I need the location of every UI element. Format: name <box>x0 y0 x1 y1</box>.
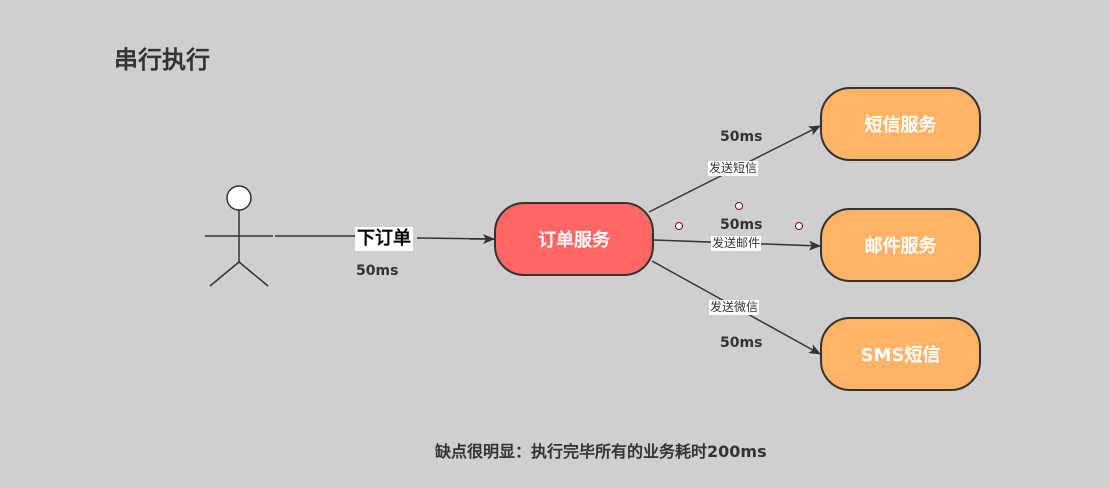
order-service-label: 订单服务 <box>538 230 610 251</box>
mail-service-label: 邮件服务 <box>864 236 937 257</box>
edge-label-send-mail: 发送邮件 <box>711 236 762 251</box>
edge-handles <box>675 202 803 230</box>
edge-label-place-order: 下订单 <box>355 227 413 251</box>
time-send-mail: 50ms <box>720 217 763 233</box>
sms-service-node[interactable]: 短信服务 <box>820 87 981 161</box>
edge-label-send-sms: 发送短信 <box>708 161 759 176</box>
page-title: 串行执行 <box>114 46 210 74</box>
sms-short-service-label: SMS短信 <box>860 345 941 366</box>
stick-figure-icon <box>205 185 273 287</box>
time-send-sms: 50ms <box>720 129 763 145</box>
edge-label-send-wechat: 发送微信 <box>709 300 760 315</box>
edge-handle <box>675 222 683 230</box>
order-service-node[interactable]: 订单服务 <box>494 202 654 276</box>
edge-handle <box>795 222 803 230</box>
sms-short-service-node[interactable]: SMS短信 <box>820 317 981 391</box>
time-place-order: 50ms <box>356 263 399 279</box>
edge-handle <box>735 202 743 210</box>
mail-service-node[interactable]: 邮件服务 <box>820 208 981 282</box>
caption-drawback: 缺点很明显：执行完毕所有的业务耗时200ms <box>435 442 767 461</box>
time-send-wechat: 50ms <box>720 335 763 351</box>
sms-service-label: 短信服务 <box>864 115 937 136</box>
